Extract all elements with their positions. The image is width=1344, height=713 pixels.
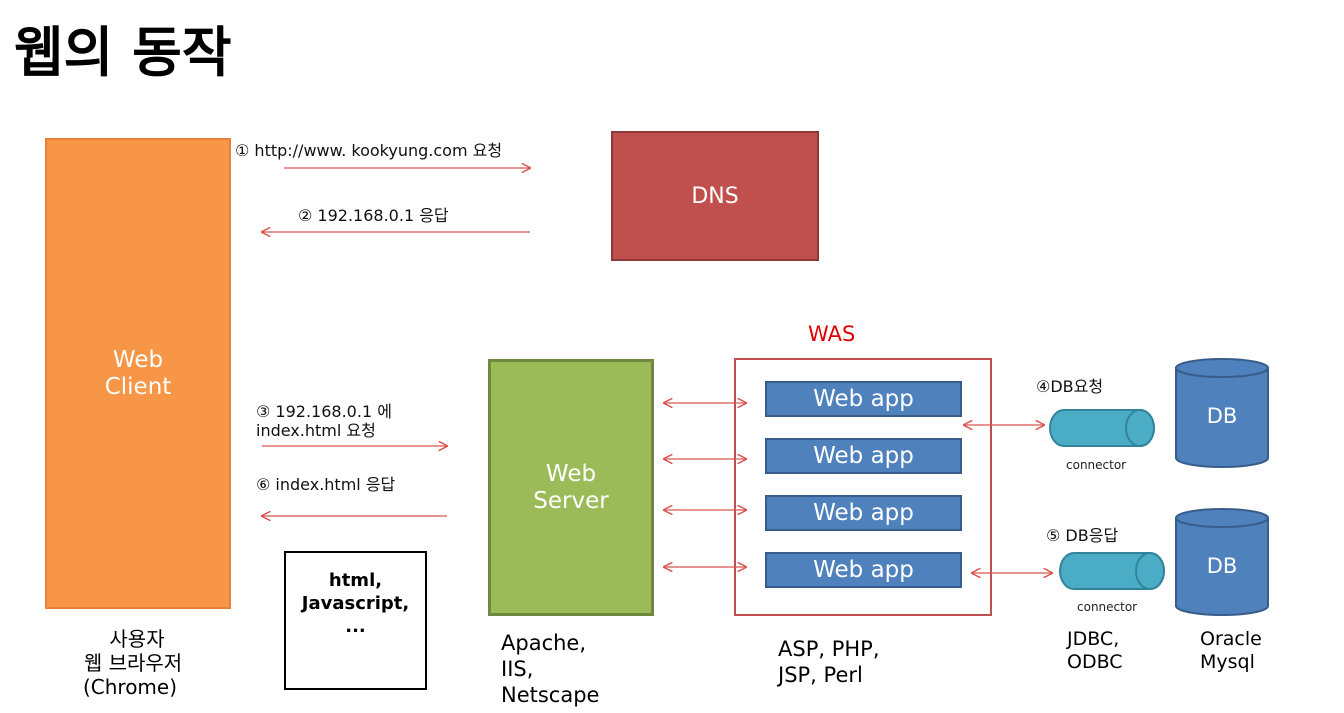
client-caption: 사용자 웹 브라우저 (Chrome) — [82, 627, 192, 699]
connector-caption-line2: ODBC — [1067, 651, 1123, 673]
web-server-caption-line2: IIS, — [501, 657, 534, 681]
web-app-1: Web app — [765, 381, 962, 417]
dns-label: DNS — [691, 183, 739, 209]
connector-cylinder-1 — [1049, 409, 1155, 447]
web-server-caption-line3: Netscape — [501, 683, 600, 707]
html-box-line1: html, — [328, 570, 383, 591]
web-server-caption-line1: Apache, — [501, 631, 587, 655]
html-resource-box: html, Javascript, ... — [284, 551, 427, 690]
was-caption: ASP, PHP, JSP, Perl — [778, 636, 880, 688]
web-server-label-line2: Server — [533, 487, 609, 514]
web-app-4: Web app — [765, 552, 962, 588]
dns-box: DNS — [611, 131, 819, 261]
web-app-3: Web app — [765, 495, 962, 531]
db-caption: Oracle Mysql — [1200, 628, 1262, 674]
step3-label-line1: ③ 192.168.0.1 에 — [256, 402, 392, 421]
connector-label-2: connector — [1077, 600, 1138, 614]
step2-label: ② 192.168.0.1 응답 — [298, 206, 449, 225]
db-label-1: DB — [1206, 404, 1238, 428]
web-server-label-line1: Web — [545, 460, 597, 487]
connector-caption-line1: JDBC, — [1067, 628, 1120, 650]
web-server-caption: Apache, IIS, Netscape — [501, 630, 599, 708]
web-client-label-line2: Client — [104, 373, 172, 400]
step4-label: ④DB요청 — [1036, 377, 1104, 396]
page-title: 웹의 동작 — [14, 21, 232, 84]
connector-caption: JDBC, ODBC — [1067, 628, 1123, 674]
html-box-line3: ... — [345, 616, 366, 637]
step3-label: ③ 192.168.0.1 에 index.html 요청 — [256, 402, 392, 440]
db-caption-line2: Mysql — [1200, 651, 1255, 673]
web-client-box: Web Client — [45, 138, 231, 609]
web-server-box: Web Server — [488, 359, 654, 616]
web-app-2: Web app — [765, 438, 962, 474]
client-caption-line2: 웹 브라우저 — [83, 651, 183, 675]
step1-label: ① http://www. kookyung.com 요청 — [235, 141, 503, 160]
client-caption-line3: (Chrome) — [82, 675, 178, 699]
html-box-line2: Javascript, — [301, 593, 410, 614]
was-title: WAS — [808, 322, 856, 346]
connector-label-1: connector — [1066, 458, 1127, 472]
client-caption-line1: 사용자 — [109, 627, 165, 651]
connector-cylinder-2 — [1059, 552, 1165, 590]
db-label-2: DB — [1206, 554, 1238, 578]
was-caption-line1: ASP, PHP, — [778, 637, 880, 661]
step5-label: ⑤ DB응답 — [1046, 526, 1119, 545]
step6-label: ⑥ index.html 응답 — [256, 475, 396, 494]
web-client-label-line1: Web — [112, 346, 164, 373]
was-caption-line2: JSP, Perl — [778, 663, 863, 687]
db-caption-line1: Oracle — [1200, 628, 1262, 650]
step3-label-line2: index.html 요청 — [256, 421, 376, 440]
